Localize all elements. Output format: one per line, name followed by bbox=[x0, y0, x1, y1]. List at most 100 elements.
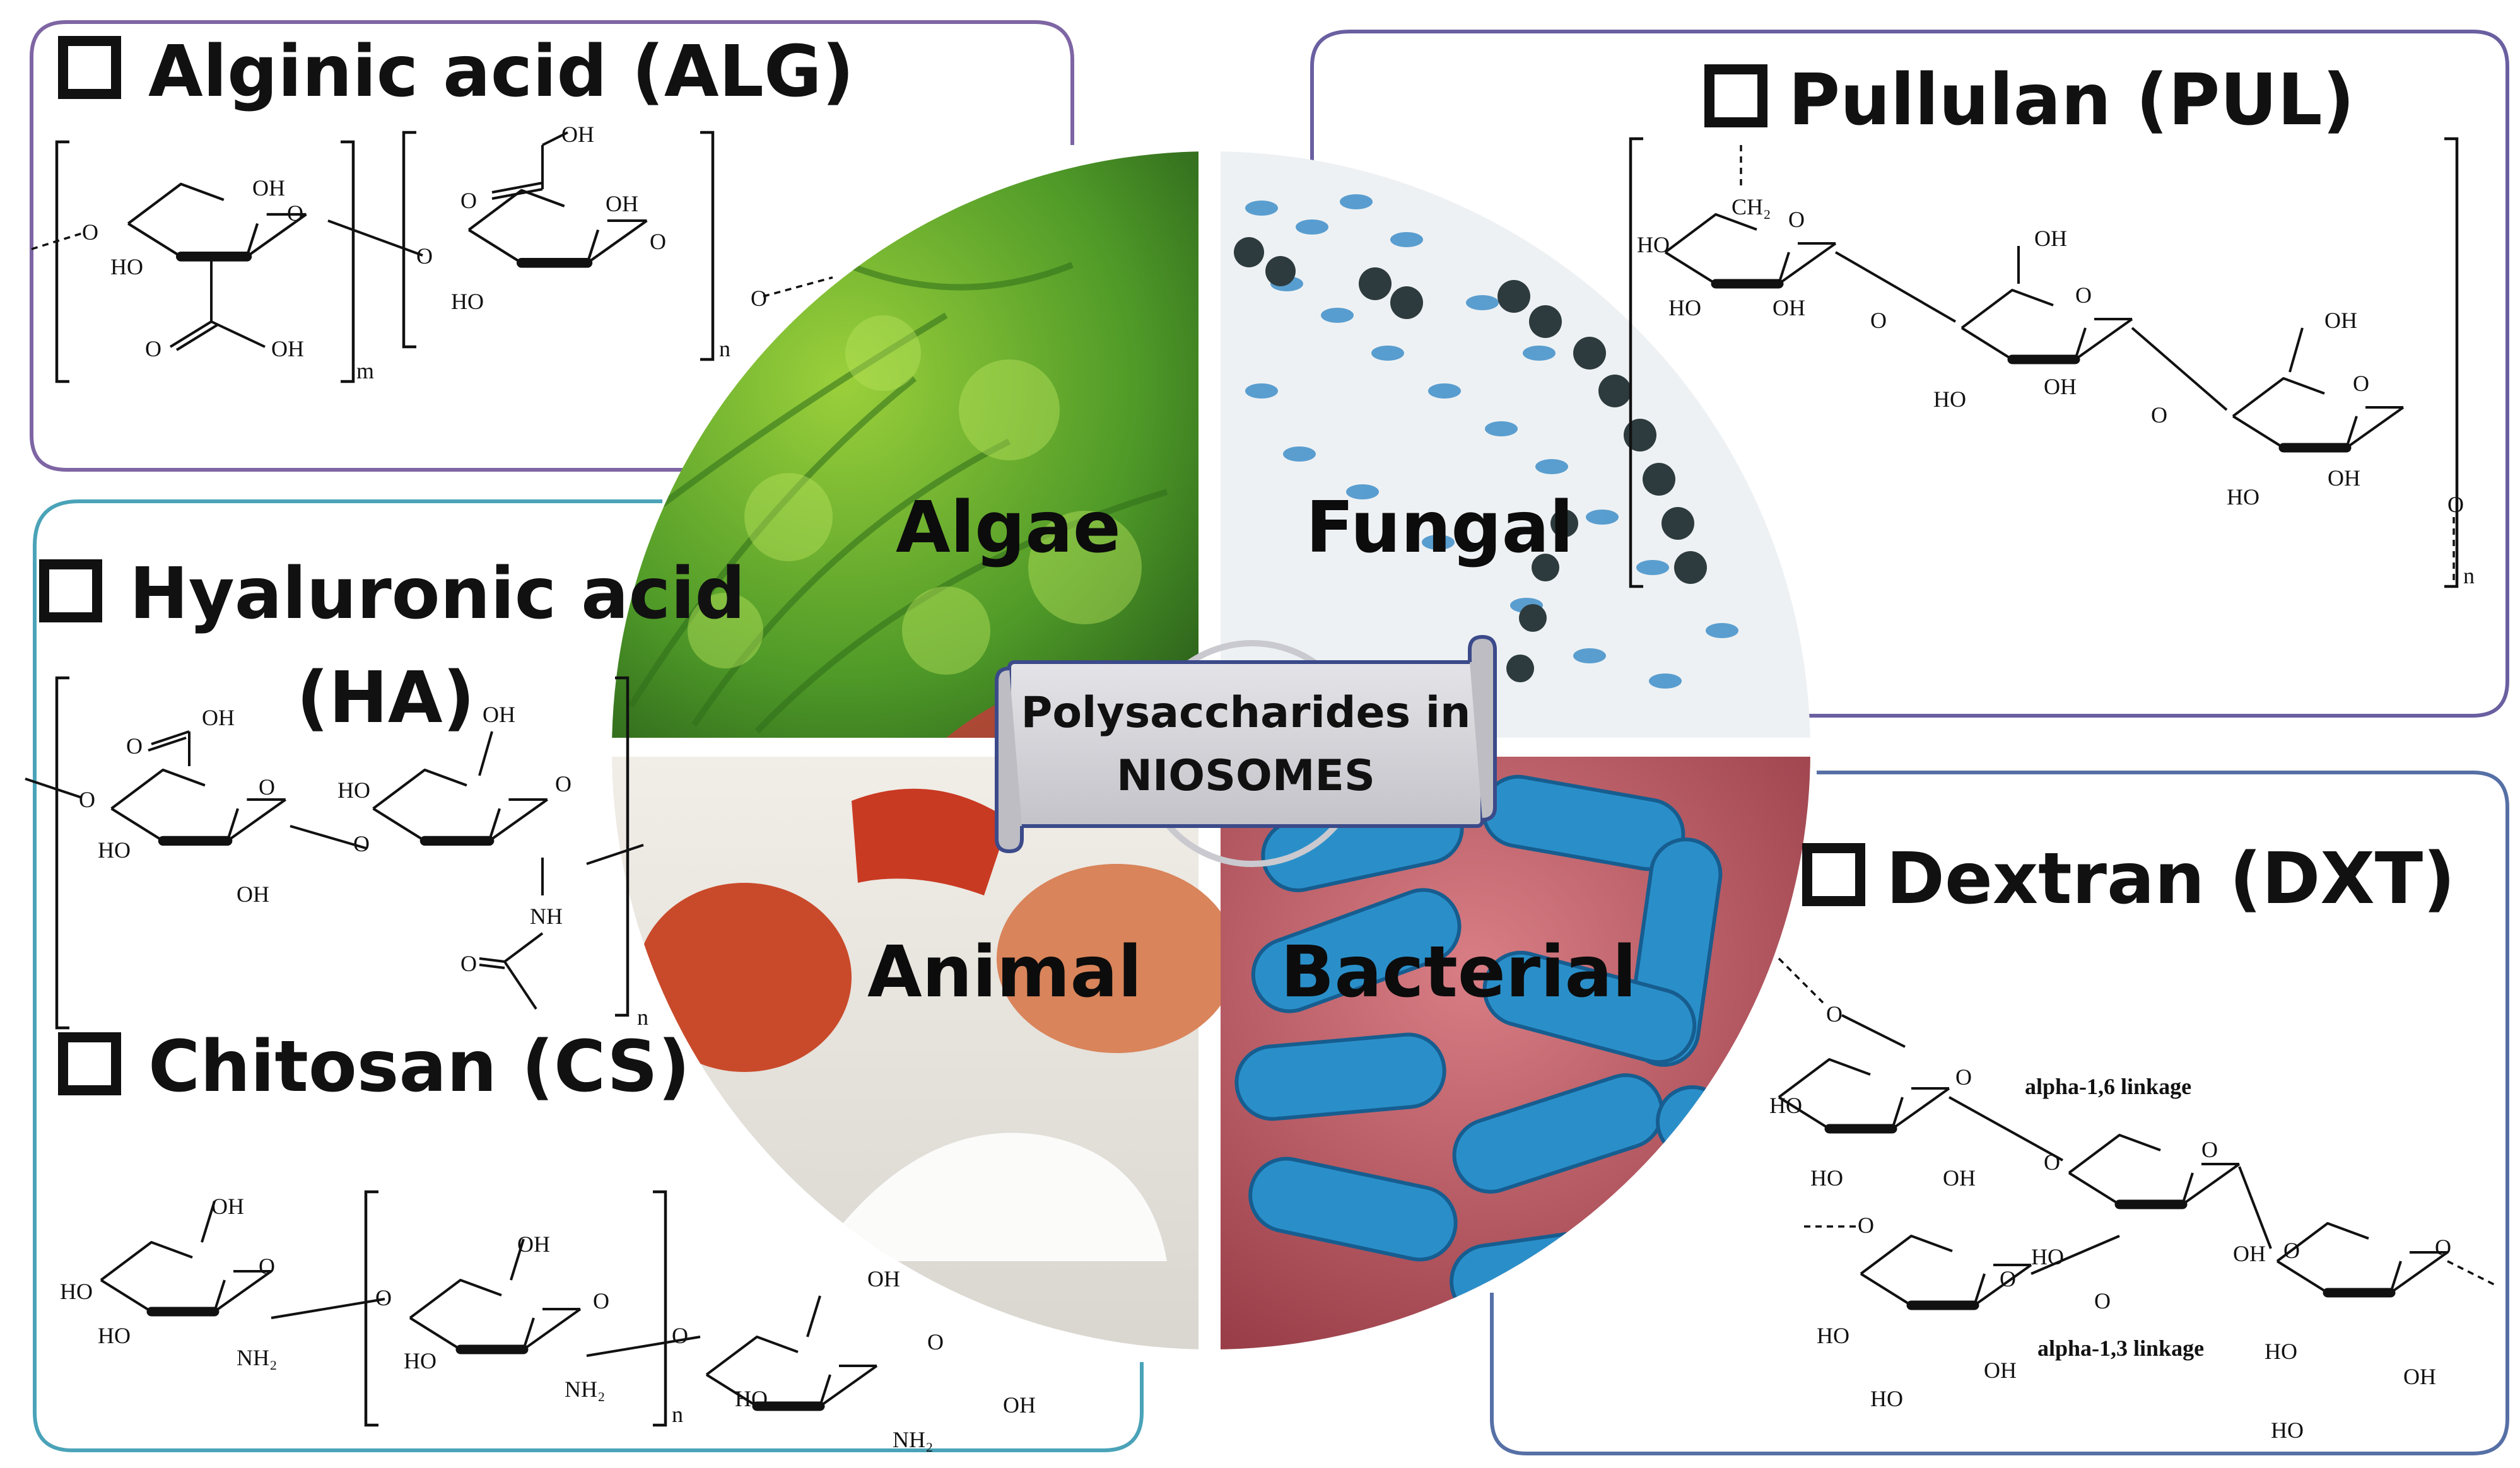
alg-panel-frame bbox=[30, 20, 1074, 472]
svg-text:O: O bbox=[375, 1285, 392, 1310]
svg-text:O: O bbox=[82, 219, 98, 245]
svg-text:O: O bbox=[1870, 308, 1887, 333]
pul-title: Pullulan (PUL) bbox=[1788, 59, 2355, 141]
svg-text:OH: OH bbox=[1984, 1358, 2017, 1383]
svg-text:OH: OH bbox=[2034, 226, 2067, 251]
svg-text:O: O bbox=[416, 243, 433, 269]
svg-text:OH: OH bbox=[211, 1194, 244, 1219]
svg-text:O: O bbox=[145, 336, 161, 361]
svg-text:O: O bbox=[2353, 371, 2369, 396]
fungal-quadrant bbox=[1221, 151, 1810, 738]
svg-text:OH: OH bbox=[237, 882, 269, 907]
center-banner: Polysaccharides in NIOSOMES bbox=[995, 634, 1497, 867]
svg-text:O: O bbox=[1955, 1064, 1972, 1090]
svg-text:O: O bbox=[2283, 1238, 2300, 1263]
algae-quadrant bbox=[612, 151, 1198, 738]
svg-text:OH: OH bbox=[561, 122, 594, 147]
cs-title: Chitosan (CS) bbox=[148, 1026, 690, 1108]
svg-text:OH: OH bbox=[2328, 465, 2360, 491]
svg-text:HO: HO bbox=[60, 1279, 93, 1304]
svg-text:O: O bbox=[2044, 1150, 2060, 1175]
bacterial-quadrant bbox=[1221, 757, 1810, 1349]
svg-text:O: O bbox=[2075, 283, 2092, 308]
algae-label: Algae bbox=[896, 487, 1121, 569]
svg-text:O: O bbox=[353, 831, 370, 856]
ha-structure: O O OH O HO OH O HO OH O NH O n bbox=[25, 676, 648, 1030]
ha-panel-frame bbox=[33, 499, 1144, 1452]
cs-checkbox-icon bbox=[58, 1032, 121, 1095]
svg-text:OH: OH bbox=[252, 175, 285, 201]
cs-panel: Chitosan (CS) OH O HO HO NH₂ O OH O HO N… bbox=[58, 1026, 1036, 1452]
svg-text:HO: HO bbox=[735, 1386, 768, 1411]
center-title-line1: Polysaccharides in bbox=[1021, 688, 1471, 738]
svg-text:O: O bbox=[259, 1254, 275, 1279]
svg-text:O: O bbox=[2000, 1266, 2016, 1291]
svg-text:HO: HO bbox=[451, 289, 484, 314]
svg-text:HO: HO bbox=[98, 1323, 131, 1348]
svg-text:OH: OH bbox=[483, 702, 515, 727]
ha-checkbox-icon bbox=[39, 559, 102, 622]
svg-text:OH: OH bbox=[2403, 1364, 2436, 1389]
svg-text:HO: HO bbox=[1870, 1386, 1903, 1411]
svg-text:HO: HO bbox=[2265, 1339, 2297, 1364]
svg-text:O: O bbox=[79, 787, 95, 812]
cs-structure: OH O HO HO NH₂ O OH O HO NH₂ O OH O HO O… bbox=[60, 1190, 1036, 1452]
svg-text:HO: HO bbox=[1668, 295, 1701, 320]
svg-text:O: O bbox=[460, 188, 477, 213]
alg-title: Alginic acid (ALG) bbox=[148, 31, 854, 113]
svg-text:O: O bbox=[593, 1288, 609, 1314]
dxt-panel: Dextran (DXT) O O alpha-1,6 linkage HO H… bbox=[1769, 838, 2499, 1443]
svg-text:HO: HO bbox=[1637, 232, 1670, 257]
alg-panel: Alginic acid (ALG) O OH O HO O OH bbox=[31, 31, 854, 383]
svg-text:O: O bbox=[2447, 492, 2464, 517]
svg-text:n: n bbox=[637, 1005, 648, 1030]
svg-text:HO: HO bbox=[1817, 1323, 1849, 1348]
dxt-panel-frame bbox=[1490, 771, 2509, 1455]
svg-text:OH: OH bbox=[202, 705, 235, 730]
pul-checkbox-icon bbox=[1704, 64, 1767, 127]
svg-text:O: O bbox=[460, 951, 477, 976]
svg-text:HO: HO bbox=[2227, 484, 2259, 510]
svg-text:O: O bbox=[1826, 1001, 1843, 1027]
svg-text:n: n bbox=[672, 1402, 683, 1427]
svg-text:HO: HO bbox=[98, 837, 131, 863]
bacterial-label: Bacterial bbox=[1281, 931, 1636, 1013]
svg-text:O: O bbox=[259, 774, 275, 800]
svg-text:O: O bbox=[2094, 1288, 2111, 1314]
svg-text:OH: OH bbox=[867, 1266, 900, 1291]
alg-checkbox-icon bbox=[58, 36, 121, 99]
center-title-line2: NIOSOMES bbox=[1116, 751, 1375, 801]
dxt-title: Dextran (DXT) bbox=[1886, 838, 2455, 920]
svg-text:HO: HO bbox=[337, 778, 370, 803]
svg-text:HO: HO bbox=[2031, 1244, 2064, 1269]
svg-text:NH₂: NH₂ bbox=[565, 1377, 606, 1402]
svg-text:OH: OH bbox=[271, 336, 304, 361]
svg-text:OH: OH bbox=[2233, 1241, 2266, 1266]
svg-text:n: n bbox=[719, 336, 730, 361]
fungal-label: Fungal bbox=[1306, 487, 1574, 569]
svg-text:OH: OH bbox=[606, 191, 638, 216]
svg-text:O: O bbox=[672, 1323, 688, 1348]
svg-text:O: O bbox=[650, 229, 666, 254]
ha-panel: Hyaluronic acid (HA) O O OH O HO OH O bbox=[25, 553, 746, 1030]
pul-panel: Pullulan (PUL) CH₂ O HO HO OH O OH O HO … bbox=[1629, 59, 2475, 588]
svg-text:O: O bbox=[751, 286, 767, 311]
svg-text:OH: OH bbox=[1943, 1165, 1976, 1191]
alg-structure: O OH O HO O OH O OH O OH O HO O m n bbox=[31, 122, 833, 383]
svg-text:O: O bbox=[1858, 1213, 1874, 1238]
animal-label: Animal bbox=[867, 931, 1142, 1013]
svg-text:OH: OH bbox=[517, 1232, 550, 1257]
pul-structure: CH₂ O HO HO OH O OH O HO OH O OH O HO OH… bbox=[1629, 137, 2475, 588]
svg-text:O: O bbox=[2151, 402, 2167, 428]
svg-text:O: O bbox=[2201, 1137, 2218, 1162]
svg-text:n: n bbox=[2463, 563, 2475, 588]
svg-text:HO: HO bbox=[2271, 1418, 2304, 1443]
dxt-checkbox-icon bbox=[1802, 843, 1865, 906]
svg-text:OH: OH bbox=[2044, 374, 2077, 399]
svg-text:O: O bbox=[126, 733, 143, 759]
pul-panel-frame bbox=[1310, 30, 2509, 718]
svg-text:OH: OH bbox=[1773, 295, 1805, 320]
dxt-structure: O O alpha-1,6 linkage HO HO OH O O HO OH… bbox=[1769, 957, 2499, 1443]
svg-text:NH₂: NH₂ bbox=[237, 1345, 278, 1370]
